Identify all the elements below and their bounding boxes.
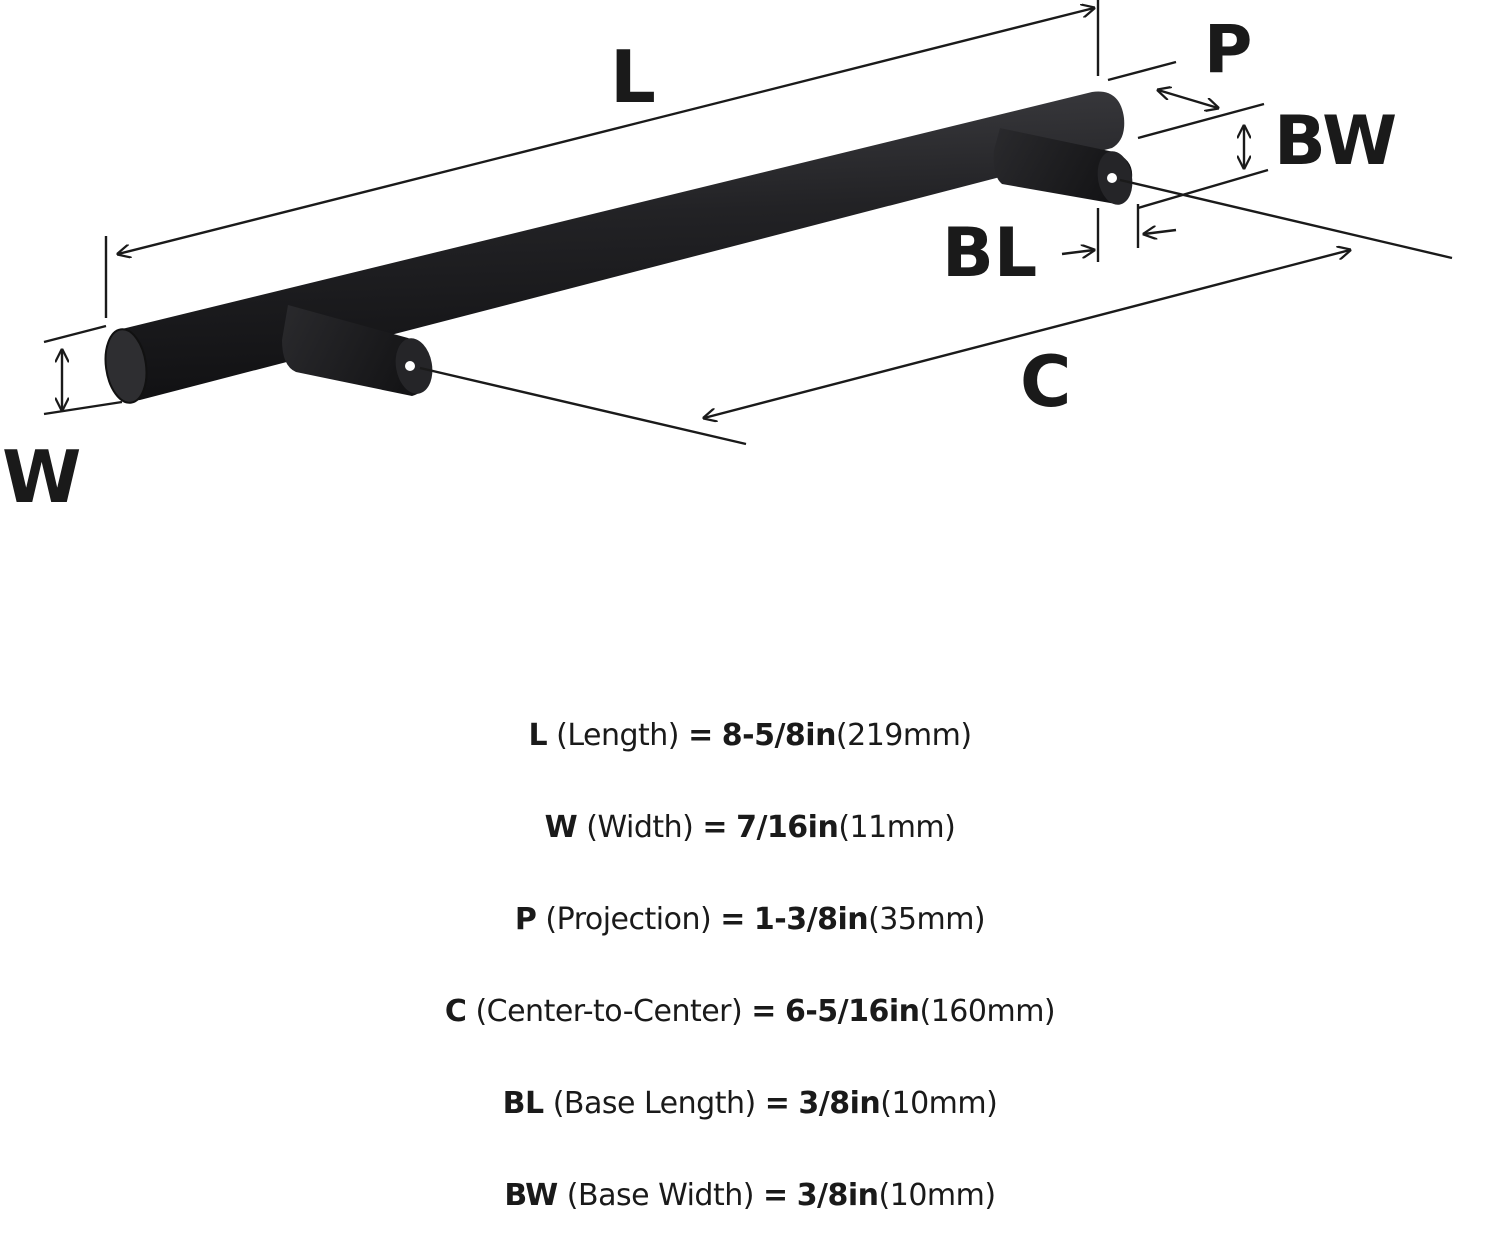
dimension-spec-list: L (Length) = 8-5/8in(219mm) W (Width) = … (0, 690, 1500, 1242)
label-bl: BL (942, 214, 1037, 293)
spec-metric: (160mm) (919, 994, 1056, 1029)
spec-row-center-to-center: C (Center-to-Center) = 6-5/16in(160mm) (0, 966, 1500, 1058)
spec-row-length: L (Length) = 8-5/8in(219mm) (0, 690, 1500, 782)
spec-code: BL (502, 1086, 544, 1121)
spec-metric: (11mm) (838, 810, 956, 845)
spec-row-projection: P (Projection) = 1-3/8in(35mm) (0, 874, 1500, 966)
handle-right-screw-hole (1107, 173, 1117, 183)
spec-code: L (528, 718, 548, 753)
spec-name: (Width) (586, 810, 694, 845)
spec-equals: = (751, 994, 776, 1029)
spec-imperial: 1-3/8in (753, 902, 869, 937)
handle-left-post (282, 305, 431, 396)
w-extension-bottom (43, 400, 123, 416)
spec-imperial: 8-5/8in (721, 718, 837, 753)
p-extension (1107, 60, 1177, 82)
label-c: C (1020, 341, 1071, 423)
l-dimension-line (118, 8, 1094, 254)
label-l: L (610, 35, 656, 119)
spec-row-base-length: BL (Base Length) = 3/8in(10mm) (0, 1058, 1500, 1150)
bw-extension-top (1137, 102, 1265, 140)
spec-metric: (10mm) (880, 1086, 998, 1121)
spec-equals: = (702, 810, 728, 845)
dimension-lines (43, 0, 1453, 446)
c-centerline-right (1119, 178, 1453, 260)
handle-left-screw-hole (405, 361, 415, 371)
label-bw: BW (1274, 102, 1397, 181)
spec-row-base-width: BW (Base Width) = 3/8in(10mm) (0, 1150, 1500, 1242)
spec-code: C (444, 994, 467, 1029)
handle-left-end-cap (104, 328, 148, 404)
spec-equals: = (764, 1086, 790, 1121)
spec-name: (Center-to-Center) (475, 994, 743, 1029)
spec-row-width: W (Width) = 7/16in(11mm) (0, 782, 1500, 874)
label-w: W (2, 435, 81, 519)
spec-equals: = (763, 1178, 788, 1213)
bl-arrow-right (1144, 230, 1177, 234)
bl-arrow-left (1061, 250, 1094, 254)
spec-metric: (219mm) (835, 718, 972, 753)
spec-name: (Length) (556, 718, 680, 753)
spec-metric: (10mm) (878, 1178, 997, 1213)
spec-imperial: 6-5/16in (784, 994, 920, 1029)
spec-equals: = (688, 718, 713, 753)
handle-dimension-diagram: L P BW BL C W (2, 0, 1453, 519)
spec-equals: = (720, 902, 745, 937)
w-extension-top (43, 324, 107, 344)
spec-imperial: 3/8in (798, 1086, 881, 1121)
spec-name: (Projection) (545, 902, 712, 937)
label-p: P (1204, 11, 1252, 88)
c-dimension-line (704, 250, 1350, 418)
spec-name: (Base Width) (566, 1178, 755, 1213)
c-centerline-left (419, 366, 747, 446)
spec-code: BW (504, 1178, 558, 1213)
spec-imperial: 7/16in (736, 810, 839, 845)
bw-extension-bottom (1137, 168, 1269, 210)
p-dimension-line (1158, 90, 1218, 108)
spec-imperial: 3/8in (796, 1178, 879, 1213)
spec-name: (Base Length) (552, 1086, 756, 1121)
spec-metric: (35mm) (868, 902, 986, 937)
spec-code: P (514, 902, 537, 937)
spec-code: W (544, 810, 578, 845)
